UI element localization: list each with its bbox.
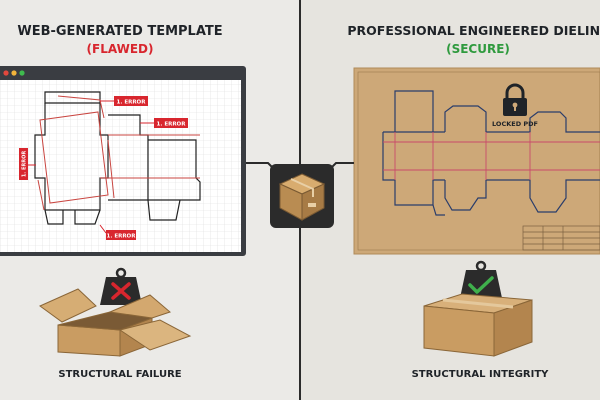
center-connector	[246, 162, 354, 228]
lock-icon	[503, 83, 527, 116]
error-label-2: 1. ERROR	[157, 122, 187, 128]
browser-window: 1. ERROR 1. ERROR 1. ERROR 1. ERROR	[0, 66, 246, 256]
window-close-dot[interactable]	[3, 70, 9, 76]
right-title: PROFESSIONAL ENGINEERED DIELINE	[347, 23, 600, 38]
error-label-1: 1. ERROR	[117, 100, 147, 106]
fold-lines	[383, 132, 600, 180]
error-callout-2: 1. ERROR	[140, 118, 188, 128]
left-status: (FLAWED)	[87, 42, 154, 56]
error-label-3: 1. ERROR	[22, 151, 28, 177]
misaligned-overlay	[37, 95, 200, 211]
engineered-sheet: LOCKED PDF	[353, 67, 600, 255]
intact-box	[423, 293, 533, 357]
weight-check-icon	[460, 260, 502, 298]
title-block	[522, 225, 600, 251]
error-callout-1: 1. ERROR	[100, 96, 148, 106]
window-minimize-dot[interactable]	[11, 70, 17, 76]
left-title: WEB-GENERATED TEMPLATE	[17, 24, 222, 39]
weight-x-icon	[100, 267, 142, 305]
sheet-border	[357, 71, 600, 251]
right-caption: STRUCTURAL INTEGRITY	[412, 369, 550, 380]
window-maximize-dot[interactable]	[19, 70, 25, 76]
error-label-4: 1. ERROR	[107, 234, 137, 240]
error-callout-4: 1. ERROR	[99, 224, 137, 240]
lock-label: LOCKED PDF	[492, 120, 538, 128]
right-status: (SECURE)	[446, 42, 510, 56]
package-icon	[278, 173, 326, 221]
crushed-box	[39, 288, 192, 357]
error-callout-3: 1. ERROR	[19, 148, 36, 180]
flawed-dieline	[34, 91, 201, 225]
grid-paper	[0, 80, 241, 252]
precise-dieline	[382, 90, 600, 216]
left-caption: STRUCTURAL FAILURE	[58, 369, 181, 380]
